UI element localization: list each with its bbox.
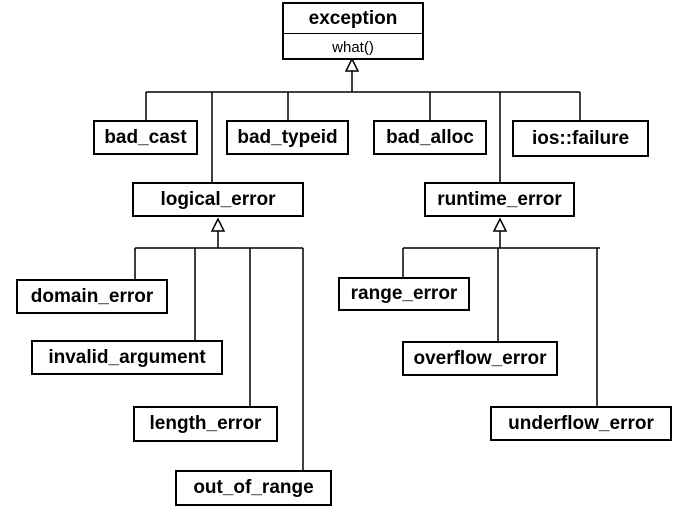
out-of-range-class: out_of_range	[175, 470, 332, 506]
overflow-error-class: overflow_error	[402, 341, 558, 376]
exception-class: exception what()	[282, 2, 424, 60]
ios-failure-class: ios::failure	[512, 120, 649, 157]
exception-method-what: what()	[332, 39, 374, 56]
bad-cast-class: bad_cast	[93, 120, 198, 155]
logical-error-class: logical_error	[132, 182, 304, 217]
generalization-arrow	[210, 217, 226, 232]
invalid-argument-class: invalid_argument	[31, 340, 223, 375]
domain-error-class: domain_error	[16, 279, 168, 314]
underflow-error-class: underflow_error	[490, 406, 672, 441]
bad-alloc-class: bad_alloc	[373, 120, 487, 155]
generalization-arrow	[492, 217, 508, 232]
exception-class-name: exception	[284, 4, 422, 34]
bad-typeid-class: bad_typeid	[226, 120, 349, 155]
runtime-error-class: runtime_error	[424, 182, 575, 217]
generalization-arrow	[344, 57, 360, 72]
length-error-class: length_error	[133, 406, 278, 442]
range-error-class: range_error	[338, 277, 470, 311]
